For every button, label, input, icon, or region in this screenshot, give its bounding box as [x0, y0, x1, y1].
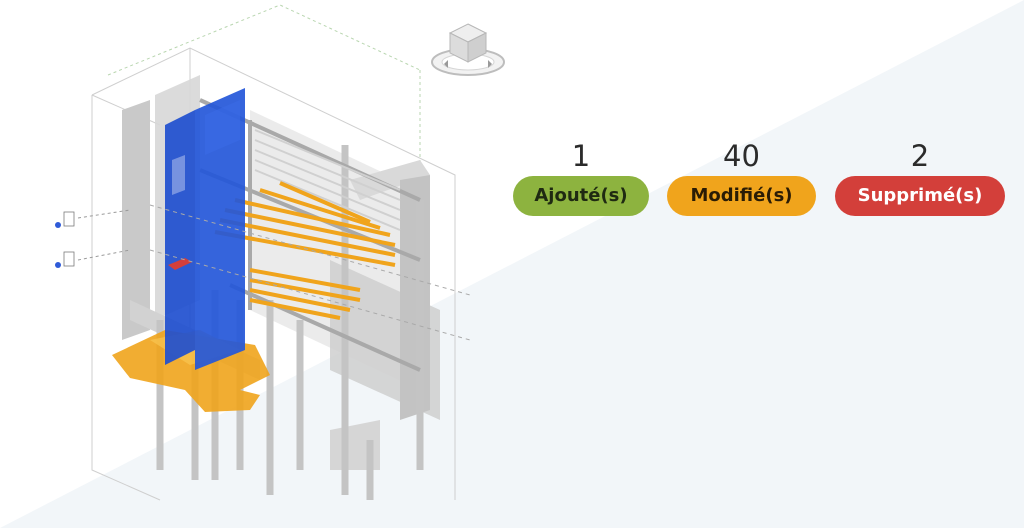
model-selected-panels: [165, 88, 245, 370]
deleted-summary: 2 Supprimé(s): [835, 138, 1005, 216]
model-deleted-element: [168, 258, 192, 270]
model-viewport[interactable]: [0, 0, 520, 528]
added-badge[interactable]: Ajouté(s): [513, 176, 649, 216]
modified-badge[interactable]: Modifié(s): [667, 176, 816, 216]
deleted-badge[interactable]: Supprimé(s): [835, 176, 1005, 216]
modified-summary: 40 Modifié(s): [667, 138, 816, 216]
model-grid-lines: [107, 4, 421, 270]
level-marker-icon: [55, 209, 131, 268]
view-cube-icon[interactable]: [428, 18, 508, 80]
added-summary: 1 Ajouté(s): [513, 138, 649, 216]
deleted-count: 2: [910, 139, 930, 173]
added-count: 1: [571, 139, 591, 173]
modified-count: 40: [723, 139, 760, 173]
model-grating: [254, 129, 401, 231]
